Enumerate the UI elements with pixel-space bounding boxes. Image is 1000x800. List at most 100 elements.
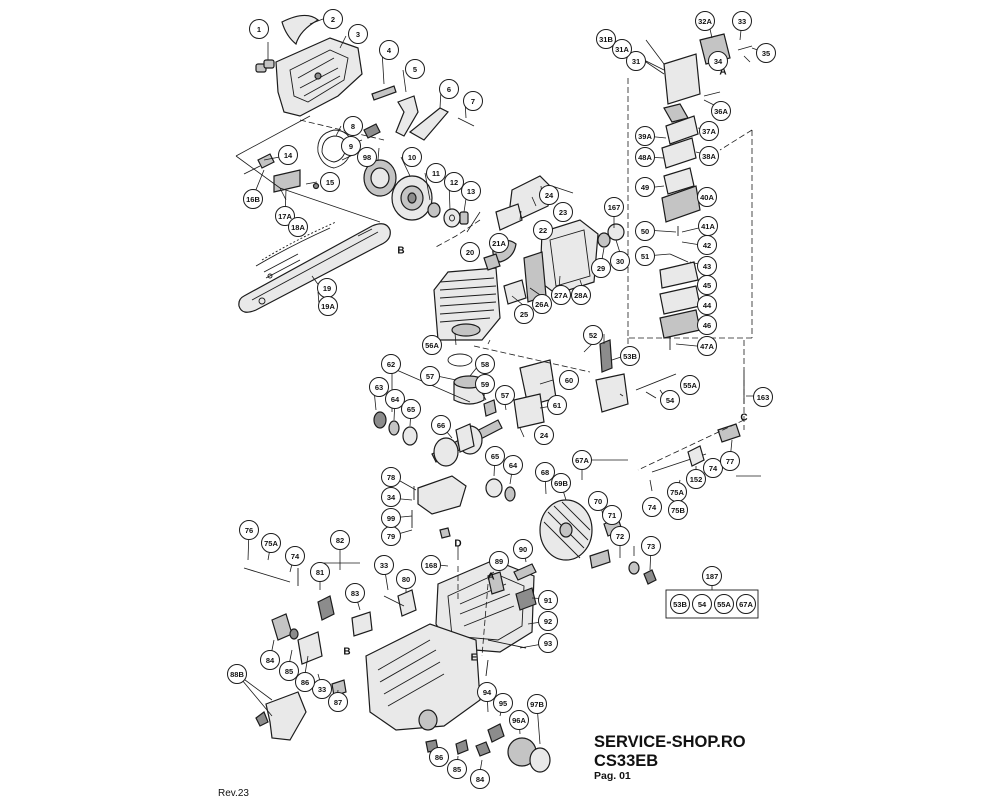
part-callout-24b: 24 (534, 425, 554, 445)
part-callout-85a: 85 (279, 661, 299, 681)
rear-handle-bracket (271, 613, 293, 641)
callout-number: 57 (501, 391, 509, 400)
callout-circle (320, 172, 340, 192)
callout-circle (538, 590, 558, 610)
callout-number: 1 (257, 25, 261, 34)
callout-number: 39A (638, 132, 652, 141)
callout-number: 21A (492, 239, 506, 248)
part-callout-47a: 47A (697, 336, 717, 356)
cover-plate (281, 14, 320, 46)
part-callout-16b: 16B (243, 189, 263, 209)
bearing-right (485, 478, 503, 498)
callout-number: 90 (519, 545, 527, 554)
callout-circle (680, 375, 700, 395)
callout-number: 91 (544, 596, 552, 605)
part-callout-163: 163 (753, 387, 773, 407)
callout-number: 75A (264, 539, 278, 548)
part-callout-19: 19 (317, 278, 337, 298)
part-callout-9: 9 (341, 136, 361, 156)
part-callout-97b: 97B (527, 694, 547, 714)
callout-number: 24 (545, 191, 554, 200)
exhaust-gasket (513, 393, 545, 429)
title-block: SERVICE-SHOP.RO CS33EB Pag. 01 (594, 733, 746, 783)
callout-circle (279, 661, 299, 681)
callout-circle (323, 9, 343, 29)
callout-number: 53B (623, 352, 637, 361)
callout-circle (243, 189, 263, 209)
callout-circle (285, 546, 305, 566)
av-spring (317, 595, 335, 621)
av-mount (351, 611, 373, 637)
callout-number: 29 (597, 264, 605, 273)
ref-letter-a-top: A (719, 67, 726, 78)
part-callout-73: 73 (641, 536, 661, 556)
callout-number: 77 (726, 457, 734, 466)
callout-circle (227, 664, 247, 684)
callout-circle (420, 366, 440, 386)
callout-circle (328, 692, 348, 712)
callout-circle (402, 147, 422, 167)
callout-number: 20 (466, 248, 474, 257)
callout-number: 76 (245, 526, 253, 535)
callout-circle (610, 251, 630, 271)
part-callout-69b: 69B (551, 473, 571, 493)
callout-circle (249, 19, 269, 39)
kit-callout-187: 187 (702, 566, 722, 586)
seal-left (388, 420, 400, 436)
callout-circle (460, 242, 480, 262)
callout-circle (330, 530, 350, 550)
callout-circle (369, 377, 389, 397)
callout-number: 96A (512, 716, 526, 725)
callout-circle (470, 769, 490, 789)
part-callout-72: 72 (610, 526, 630, 546)
callout-number: 56A (425, 341, 439, 350)
callout-circle (426, 163, 446, 183)
callout-number: 63 (375, 383, 383, 392)
part-callout-89: 89 (489, 551, 509, 571)
callout-circle (357, 147, 377, 167)
part-callout-17a: 17A (275, 206, 295, 226)
callout-number: 97B (530, 700, 544, 709)
part-callout-35: 35 (756, 43, 776, 63)
choke-washer (607, 223, 625, 241)
callout-circle (396, 569, 416, 589)
callout-circle (686, 469, 706, 489)
callout-number: 45 (703, 281, 711, 290)
callout-number: 33 (380, 561, 388, 570)
callout-number: 37A (702, 127, 716, 136)
callout-circle (477, 682, 497, 702)
callout-number: 13 (467, 187, 475, 196)
part-callout-10: 10 (402, 147, 422, 167)
callout-number: 34 (387, 493, 396, 502)
callout-number: 93 (544, 639, 552, 648)
seal-right (504, 486, 516, 502)
part-callout-54: 54 (660, 390, 680, 410)
callout-number: 168 (425, 561, 438, 570)
callout-circle (635, 126, 655, 146)
kit-part-callout: 55A (714, 594, 734, 614)
part-callout-168: 168 (421, 555, 441, 575)
grommet-152 (687, 445, 705, 467)
part-callout-95: 95 (493, 693, 513, 713)
callout-circle (447, 759, 467, 779)
part-callout-52: 52 (583, 325, 603, 345)
callout-circle (610, 526, 630, 546)
callout-number: 92 (544, 617, 552, 626)
callout-circle (612, 39, 632, 59)
callout-number: 41A (701, 222, 715, 231)
ref-letter-c: C (740, 413, 747, 424)
callout-circle (534, 425, 554, 445)
callout-number: 74 (709, 464, 718, 473)
callout-number: 89 (495, 557, 503, 566)
fuel-filter (717, 423, 741, 443)
callout-number: 70 (594, 497, 602, 506)
callout-number: 83 (351, 589, 359, 598)
part-callout-70: 70 (588, 491, 608, 511)
part-callout-14: 14 (278, 145, 298, 165)
crankcase-bottom (417, 475, 467, 515)
callout-circle (591, 258, 611, 278)
part-callout-1: 1 (249, 19, 269, 39)
flywheel-washer (628, 561, 640, 575)
callout-number: 32A (698, 17, 712, 26)
part-callout-152: 152 (686, 469, 706, 489)
